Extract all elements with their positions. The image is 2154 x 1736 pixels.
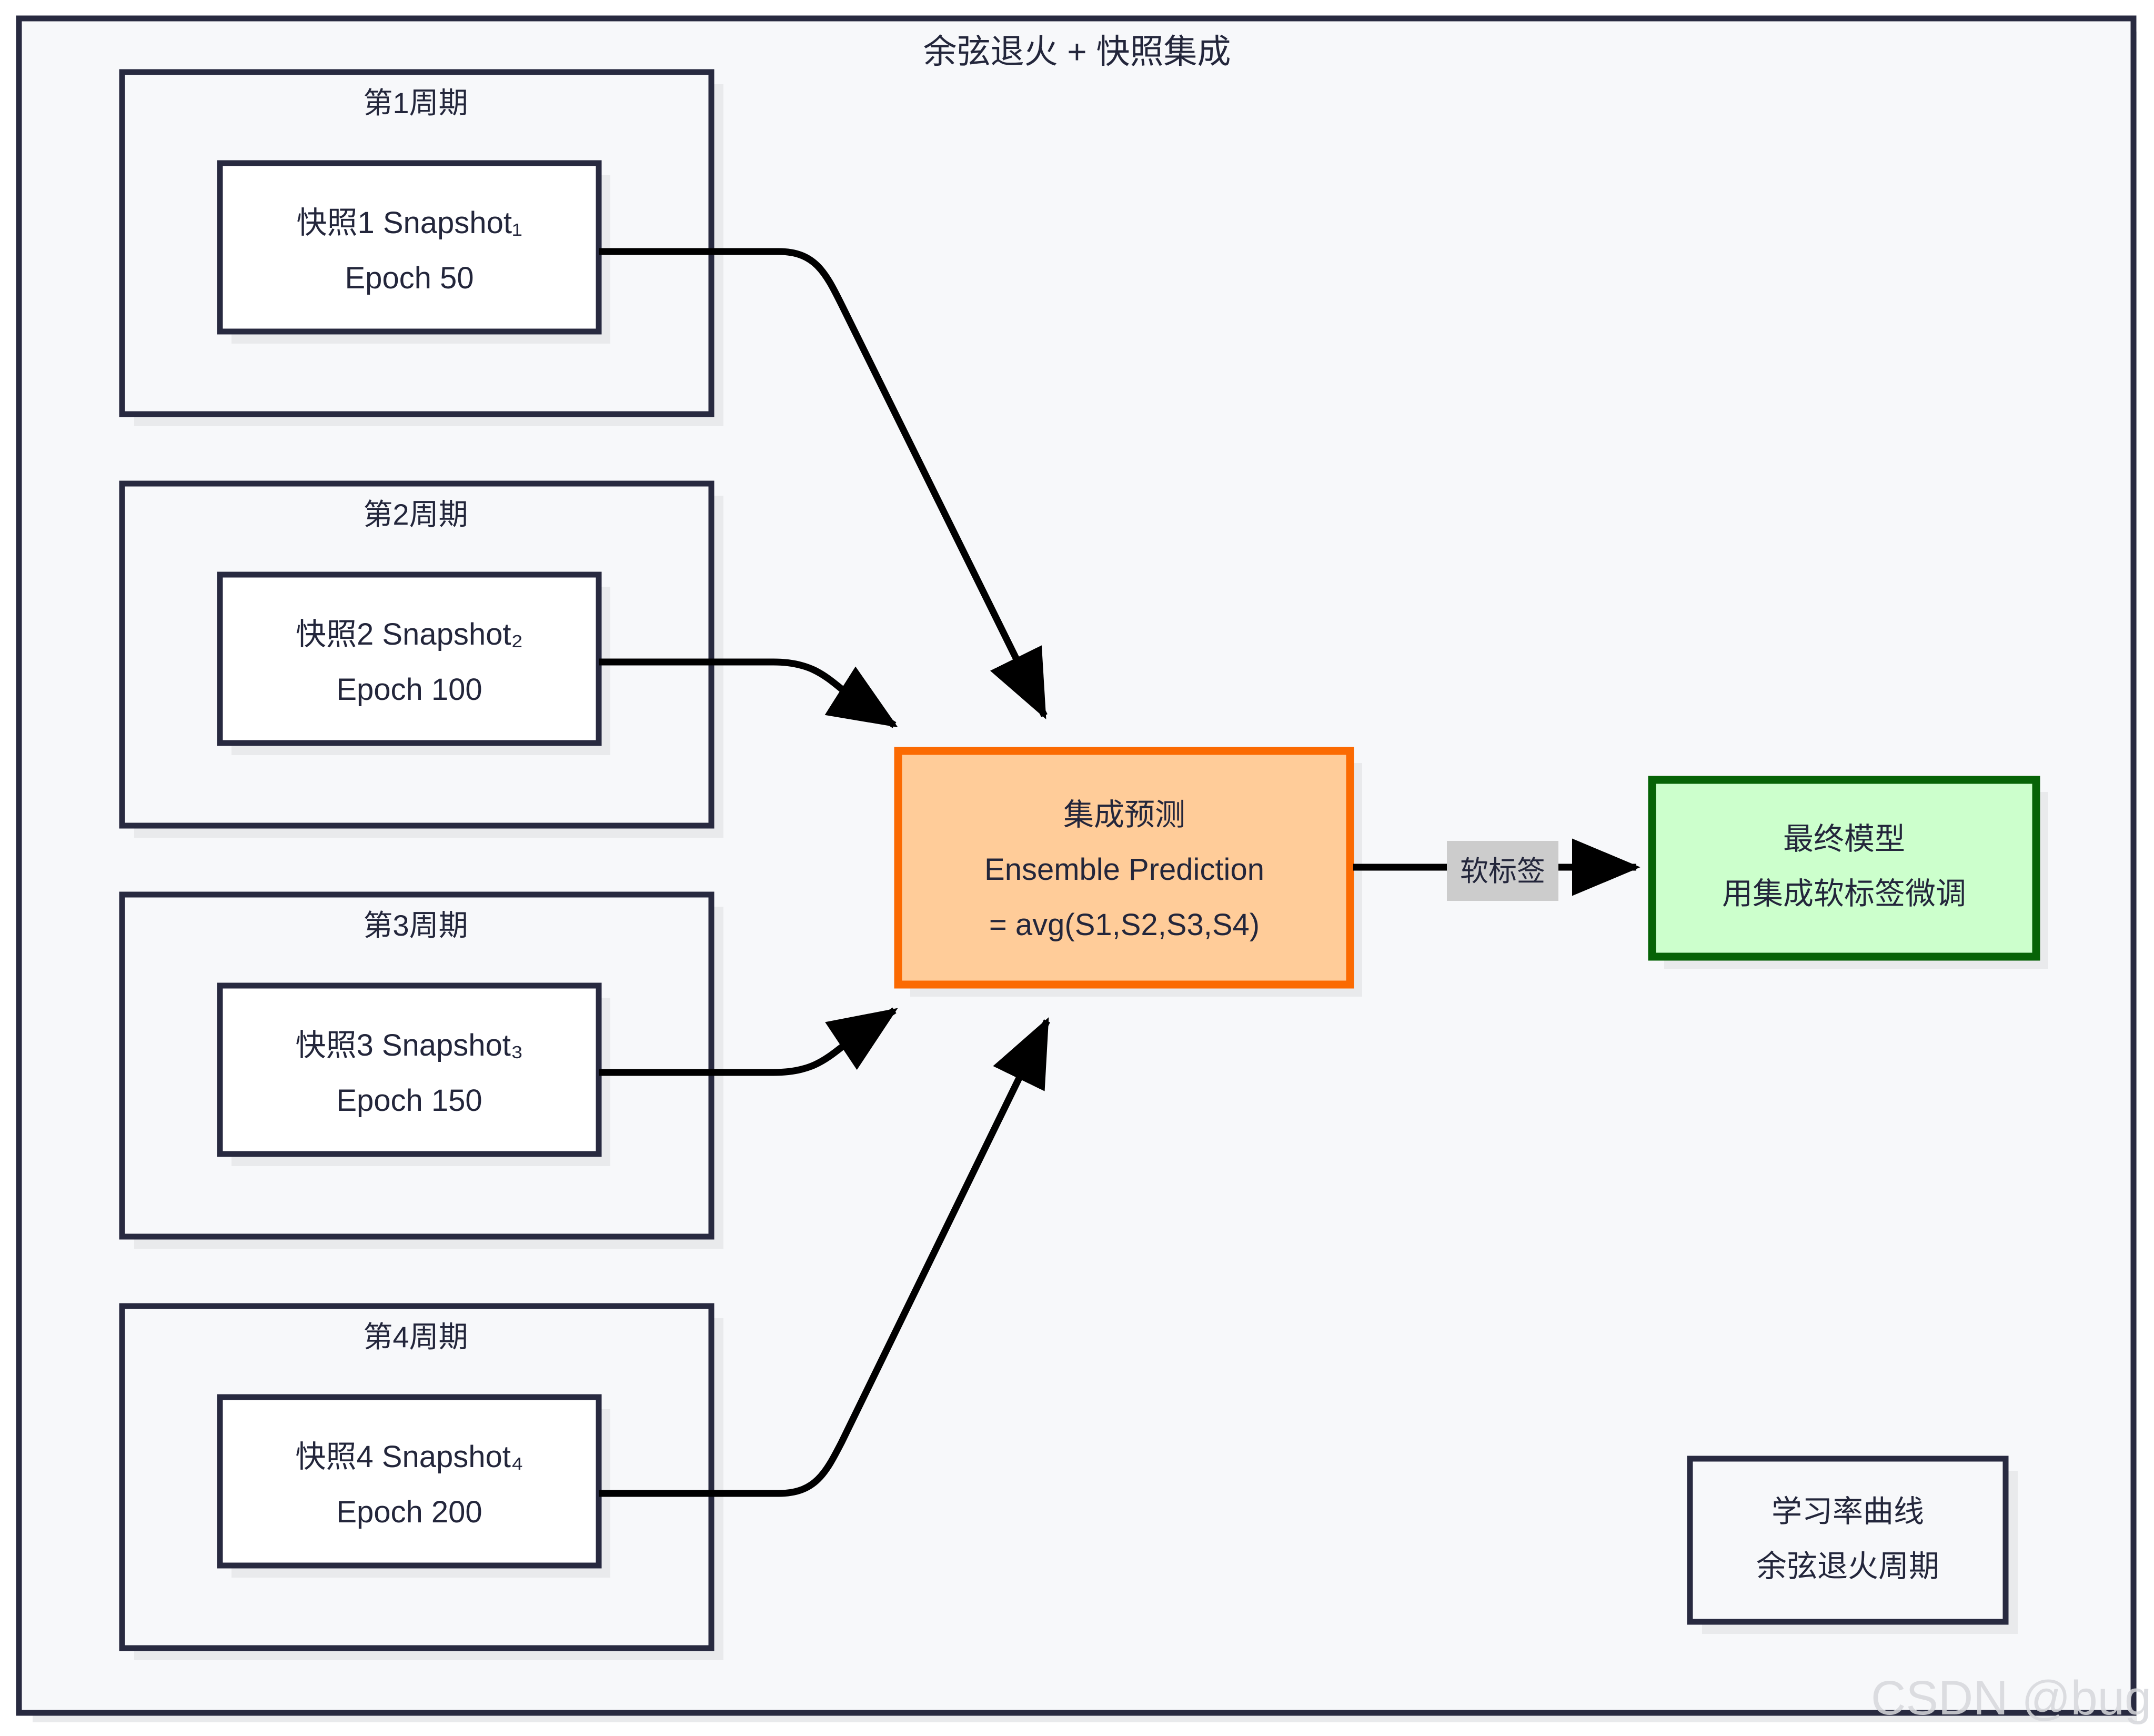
- watermark: CSDN @bug菌1: [1871, 1671, 2154, 1725]
- cycle-group-4-label: 第4周期: [363, 1320, 468, 1353]
- edge-snapshot2-to-ensemble: [599, 658, 898, 728]
- snapshot-node-4-title: 快照4 Snapshot₄: [295, 1440, 523, 1474]
- snapshot-node-4[interactable]: [217, 1394, 602, 1569]
- final-model-node[interactable]: [1648, 776, 2040, 961]
- cycle-group-2-label: 第2周期: [363, 498, 468, 531]
- ensemble-node-line2: Ensemble Prediction: [984, 852, 1264, 887]
- diagram-title: 余弦退火 + 快照集成: [923, 33, 1231, 71]
- cycle-group-1-label: 第1周期: [363, 86, 468, 119]
- snapshot-node-1-epoch: Epoch 50: [345, 261, 474, 295]
- edge-label-background: [1447, 841, 1558, 901]
- edge-snapshot4-to-ensemble: [599, 1017, 1050, 1497]
- snapshot-node-3[interactable]: [217, 982, 602, 1157]
- snapshot-node-4-epoch: Epoch 200: [336, 1495, 482, 1529]
- snapshot-node-1-title: 快照1 Snapshot₁: [296, 206, 522, 240]
- snapshot-node-3-epoch: Epoch 150: [336, 1083, 482, 1118]
- legend-node-line1: 学习率曲线: [1771, 1494, 1924, 1529]
- ensemble-node[interactable]: [894, 747, 1354, 989]
- ensemble-node-line3: = avg(S1,S2,S3,S4): [989, 908, 1260, 942]
- snapshot-node-2-epoch: Epoch 100: [336, 673, 482, 707]
- edge-snapshot3-to-ensemble: [599, 1007, 898, 1076]
- snapshot-node-2[interactable]: [217, 571, 602, 746]
- snapshot-node-1[interactable]: [217, 160, 602, 335]
- snapshot-node-2-title: 快照2 Snapshot₂: [296, 617, 523, 651]
- final-model-node-line1: 最终模型: [1783, 822, 1905, 856]
- ensemble-node-line1: 集成预测: [1063, 798, 1185, 832]
- legend-node-line2: 余弦退火周期: [1756, 1549, 1939, 1583]
- final-model-node-line2: 用集成软标签微调: [1722, 877, 1966, 911]
- legend-node[interactable]: [1687, 1456, 2009, 1625]
- edge-label-soft-labels: 软标签: [1460, 856, 1545, 887]
- cycle-group-3-label: 第3周期: [363, 909, 468, 942]
- edge-snapshot1-to-ensemble: [599, 248, 1048, 719]
- snapshot-node-3-title: 快照3 Snapshot₃: [295, 1028, 523, 1062]
